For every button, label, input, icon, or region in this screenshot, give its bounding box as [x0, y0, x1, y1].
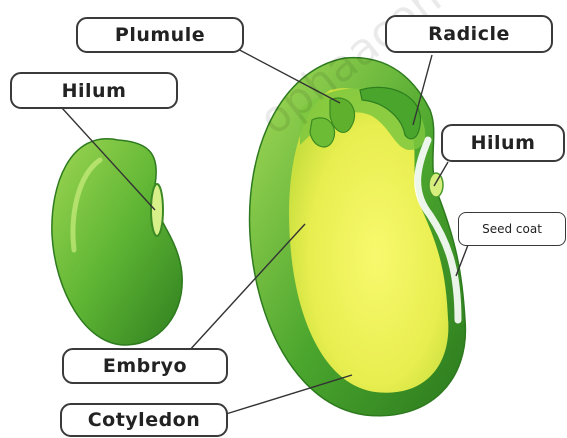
label-radicle: Radicle	[385, 15, 553, 53]
label-embryo: Embryo	[62, 348, 228, 384]
label-plumule: Plumule	[76, 17, 244, 53]
label-hilum-left: Hilum	[10, 72, 178, 109]
label-hilum-right: Hilum	[441, 124, 565, 162]
label-seed-coat: Seed coat	[458, 212, 566, 246]
whole-seed-hilum	[151, 184, 163, 236]
label-cotyledon: Cotyledon	[60, 403, 228, 437]
whole-seed	[52, 139, 182, 345]
cut-seed-hilum	[429, 173, 443, 197]
